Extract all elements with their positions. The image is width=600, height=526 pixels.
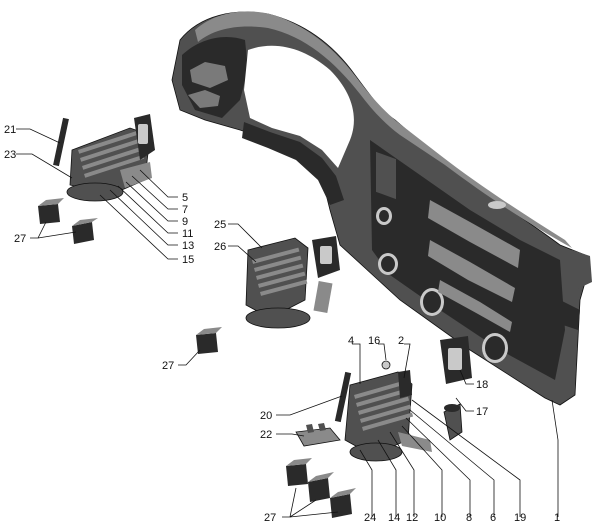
callout-24: 24 bbox=[364, 512, 376, 524]
cap-block-middle bbox=[196, 327, 222, 354]
callout-1: 1 bbox=[554, 512, 560, 524]
callout-10: 10 bbox=[434, 512, 446, 524]
leader-lines bbox=[16, 128, 559, 518]
callout-21: 21 bbox=[4, 124, 16, 136]
callout-2: 2 bbox=[398, 335, 404, 347]
dashboard-panel bbox=[171, 11, 592, 406]
callout-17: 17 bbox=[476, 406, 488, 418]
callout-4: 4 bbox=[348, 335, 354, 347]
callout-27-bottom: 27 bbox=[264, 512, 276, 524]
callout-5: 5 bbox=[182, 192, 188, 204]
callout-6: 6 bbox=[490, 512, 496, 524]
cap-blocks-left bbox=[38, 198, 98, 244]
callout-23: 23 bbox=[4, 149, 16, 161]
callout-12: 12 bbox=[406, 512, 418, 524]
callout-26: 26 bbox=[214, 241, 226, 253]
callout-11: 11 bbox=[182, 228, 193, 240]
bottom-deflector-assembly bbox=[295, 336, 472, 462]
callout-14: 14 bbox=[388, 512, 400, 524]
callout-27-left: 27 bbox=[14, 233, 26, 245]
callout-19: 19 bbox=[514, 512, 526, 524]
callout-25: 25 bbox=[214, 219, 226, 231]
callout-27-middle: 27 bbox=[162, 360, 174, 372]
callout-7: 7 bbox=[182, 204, 188, 216]
cap-blocks-bottom bbox=[286, 458, 356, 518]
callout-16: 16 bbox=[368, 335, 380, 347]
callout-labels: 21 23 5 7 9 11 13 15 27 25 26 27 4 16 2 … bbox=[4, 124, 560, 524]
callout-15: 15 bbox=[182, 254, 194, 266]
callout-18: 18 bbox=[476, 379, 488, 391]
callout-20: 20 bbox=[260, 410, 272, 422]
callout-9: 9 bbox=[182, 216, 188, 228]
callout-8: 8 bbox=[466, 512, 472, 524]
left-deflector-assembly bbox=[53, 114, 155, 202]
middle-deflector-assembly bbox=[245, 236, 340, 329]
callout-22: 22 bbox=[260, 429, 272, 441]
callout-13: 13 bbox=[182, 240, 194, 252]
